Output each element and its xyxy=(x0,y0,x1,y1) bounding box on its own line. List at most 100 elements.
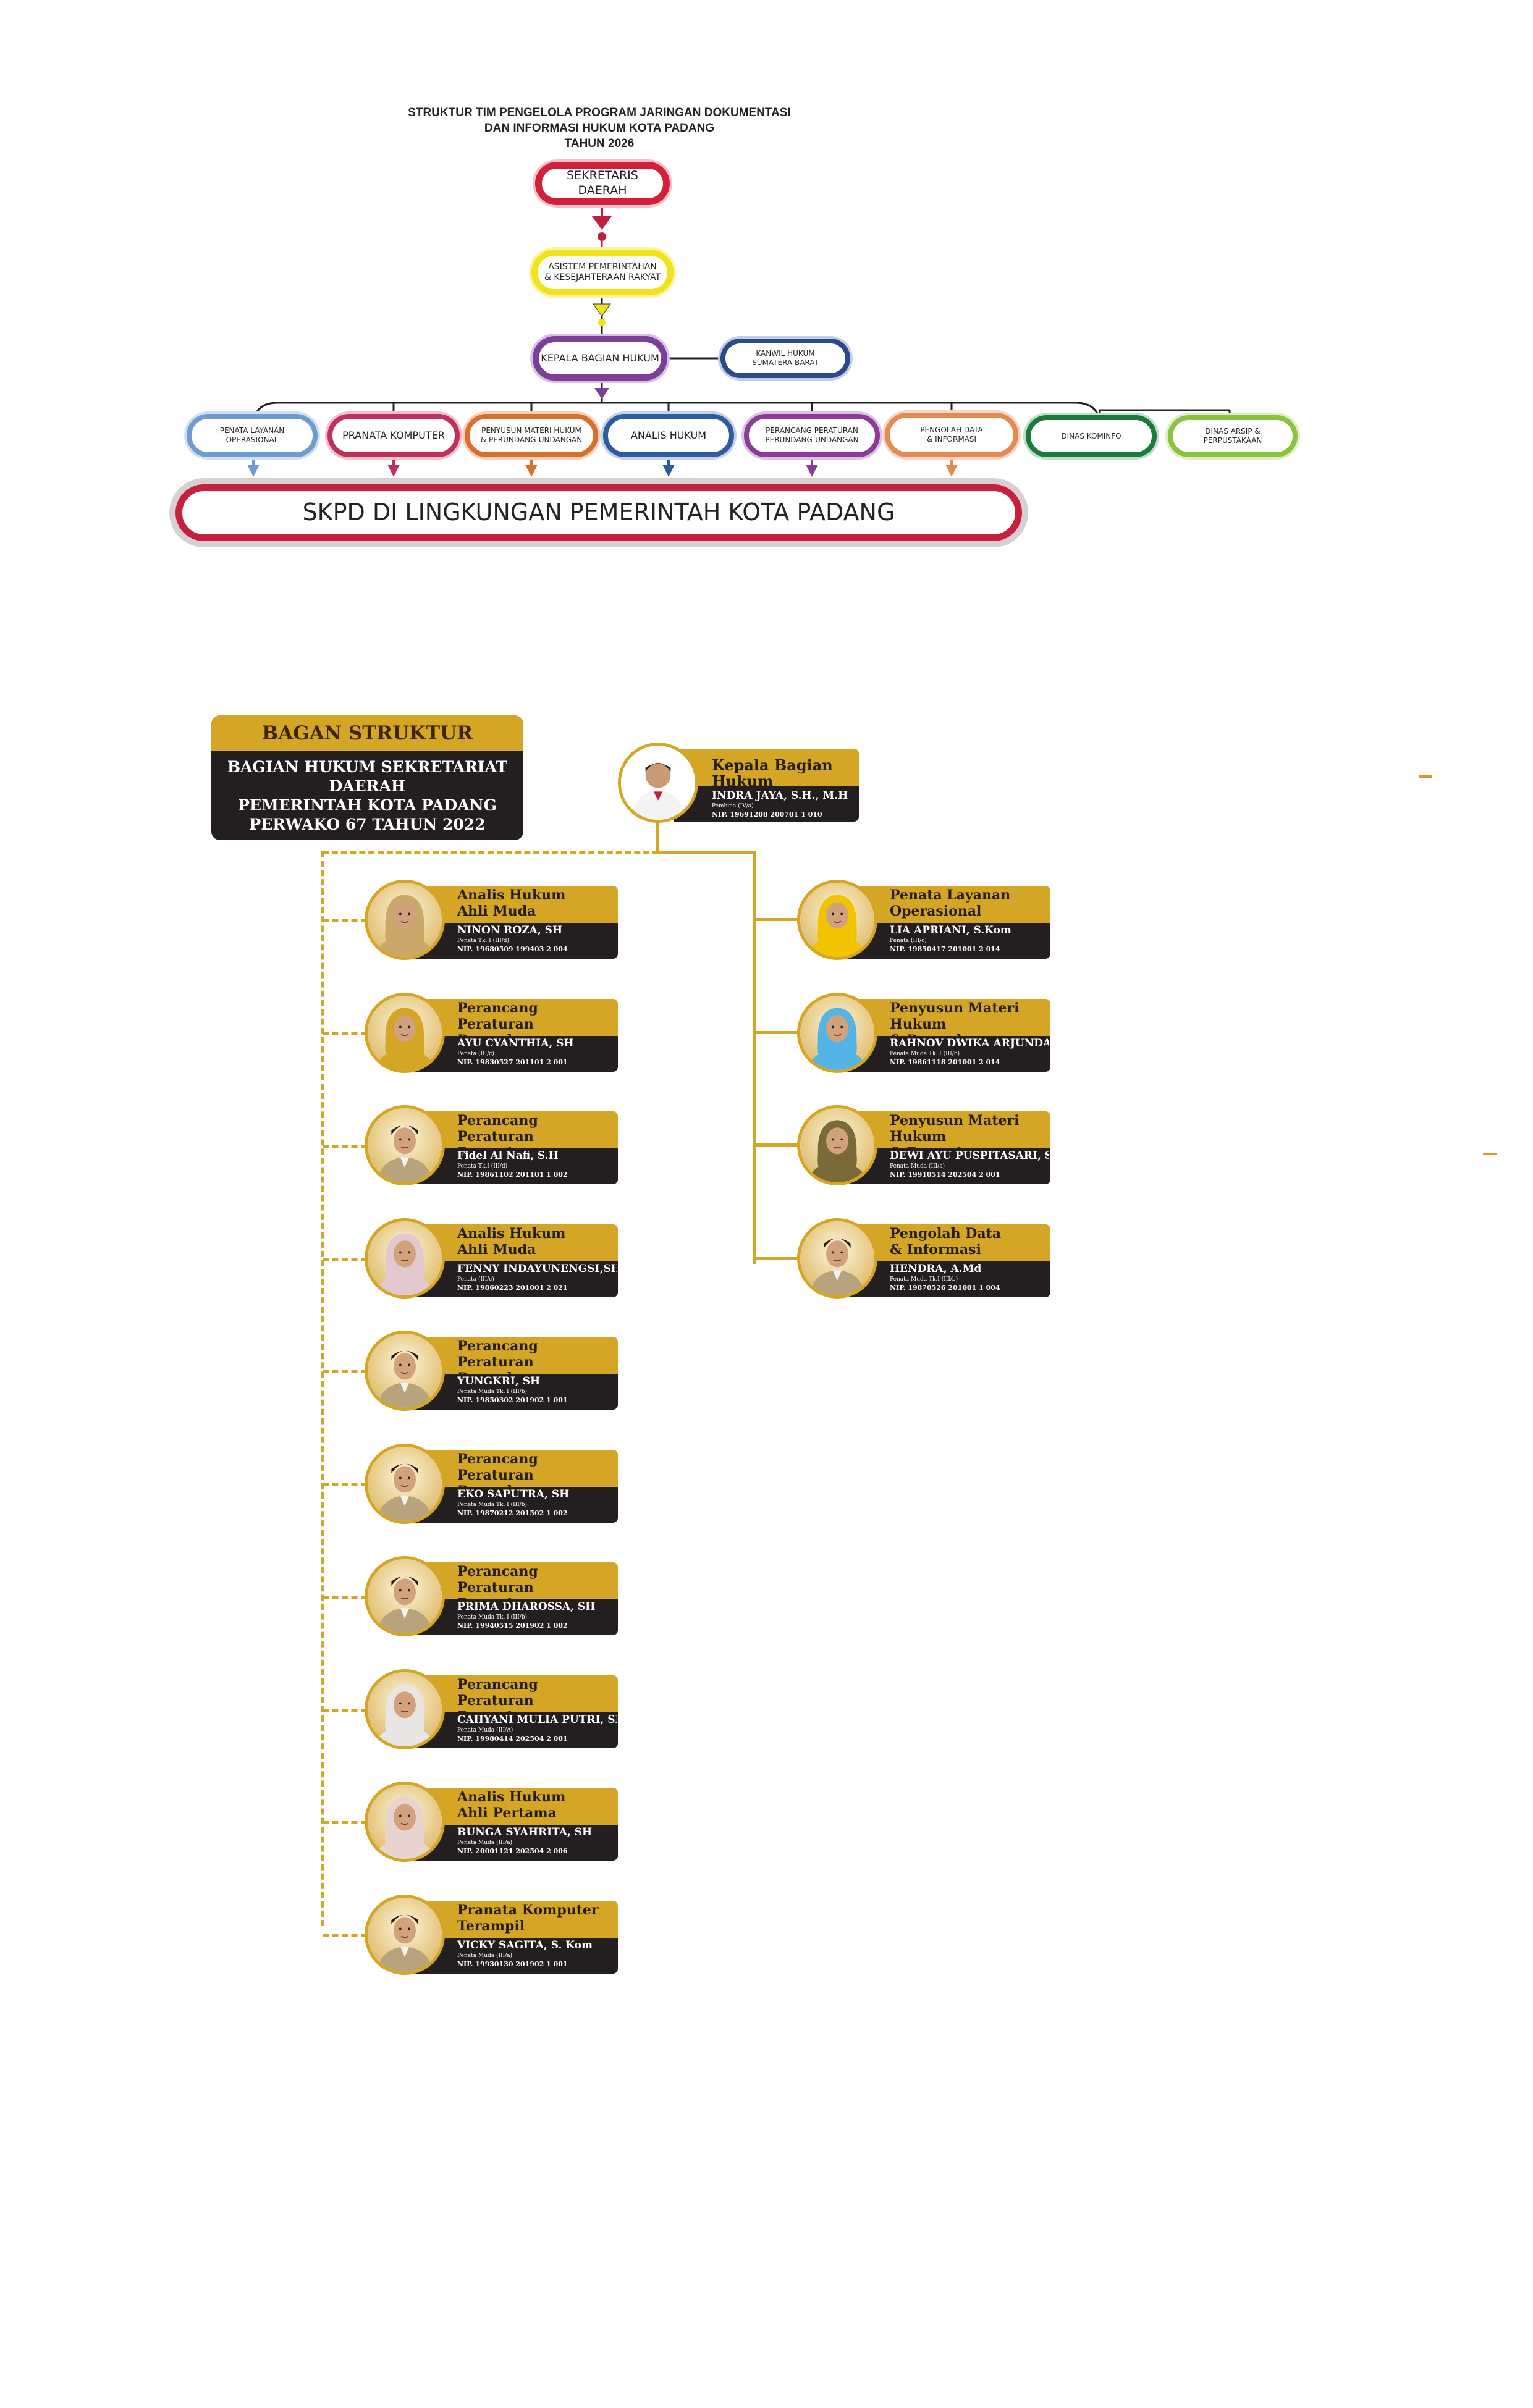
left-bus xyxy=(323,851,659,854)
unit-dinas-arsip: DINAS ARSIP &PERPUSTAKAAN xyxy=(1168,415,1298,457)
unit-label: PENGOLAH DATA xyxy=(920,426,983,434)
decor-tick xyxy=(1419,775,1432,778)
staff-role-line: Perancang Peraturan xyxy=(457,1113,538,1145)
staff-rank: Penata Tk.I (III/d) xyxy=(457,1163,508,1169)
staff-rank: Penata Tk. I (III/d) xyxy=(457,938,510,944)
bagan-header: BAGAN STRUKTUR xyxy=(211,715,523,751)
staff-photo xyxy=(365,1556,445,1636)
unit-label: & INFORMASI xyxy=(926,435,977,444)
person-portrait-icon xyxy=(800,995,874,1070)
flowchart-title: STRUKTUR TIM PENGELOLA PROGRAM JARINGAN … xyxy=(340,105,859,151)
arrow-head-2 xyxy=(593,303,611,317)
unit-analis-hukum: ANALIS HUKUM xyxy=(603,414,734,457)
arrow-dot-1 xyxy=(598,232,606,241)
staff-role-line: & Perundang-Undangan xyxy=(890,1145,996,1177)
person-portrait-icon xyxy=(368,1785,442,1859)
kanwil-line-1: KANWIL HUKUM xyxy=(756,349,815,358)
staff-name: HENDRA, A.Md xyxy=(890,1262,982,1275)
bagan-line: BAGIAN HUKUM SEKRETARIAT DAERAH xyxy=(227,758,508,795)
staff-role-line: & Perundang-Undangan xyxy=(890,1032,996,1064)
kepala-bagian-label: KEPALA BAGIAN HUKUM xyxy=(541,352,659,364)
unit-bus xyxy=(252,402,1101,427)
staff-photo xyxy=(797,992,877,1073)
skpd-box: SKPD DI LINGKUNGAN PEMERINTAH KOTA PADAN… xyxy=(175,484,1022,541)
staff-role: Penyusun Materi Hukum& Perundang-Undanga… xyxy=(890,1000,1047,1064)
asisten-line-1: ASISTEM PEMERINTAHAN xyxy=(548,261,657,272)
unit-pengolah-data: PENGOLAH DATA& INFORMASI xyxy=(885,413,1018,457)
staff-role-line: Perancang Peraturan xyxy=(457,1676,538,1709)
staff-role-line: Perundang-Undangan xyxy=(457,1145,546,1177)
staff-role-line: Perundang-Undangan xyxy=(457,1596,546,1628)
staff-nip: NIP. 19850417 201001 2 014 xyxy=(890,945,1000,953)
unit-label: DINAS ARSIP & xyxy=(1205,427,1261,436)
staff-nip: NIP. 19861118 201001 2 014 xyxy=(890,1058,1000,1066)
kanwil-line-2: SUMATERA BARAT xyxy=(752,358,819,367)
person-portrait-icon xyxy=(368,995,442,1070)
staff-role-line: Penata Layanan xyxy=(890,887,1011,903)
staff-role-line: Perundang-Undangan xyxy=(457,1032,546,1064)
staff-rank: Penata (III/c) xyxy=(457,1050,494,1057)
staff-role-line: Perancang Peraturan xyxy=(457,1564,538,1596)
staff-role-line: Penyusun Materi Hukum xyxy=(890,1000,1020,1032)
right-branch xyxy=(755,918,800,921)
staff-role-line: Perancang Peraturan xyxy=(457,1000,538,1032)
unit-label: PERUNDANG-UNDANGAN xyxy=(765,436,859,444)
staff-role: Penyusun Materi Hukum& Perundang-Undanga… xyxy=(890,1113,1047,1177)
kanwil-box: KANWIL HUKUM SUMATERA BARAT xyxy=(720,339,850,378)
left-branch xyxy=(323,1483,367,1486)
staff-photo xyxy=(365,1669,445,1749)
unit-label: PENATA LAYANAN xyxy=(219,426,285,435)
staff-name: PRIMA DHAROSSA, SH xyxy=(457,1601,596,1613)
staff-role-line: Perundang-Undangan xyxy=(457,1370,546,1402)
staff-photo xyxy=(365,992,445,1073)
left-branch xyxy=(323,919,367,922)
skpd-arrows xyxy=(247,457,958,477)
asisten-box: ASISTEM PEMERINTAHAN & KESEJAHTERAAN RAK… xyxy=(531,250,674,295)
left-spine xyxy=(321,851,324,1926)
flowchart-connectors xyxy=(247,205,1231,477)
unit-penyusun-materi: PENYUSUN MATERI HUKUM& PERUNDANG-UNDANGA… xyxy=(465,414,598,457)
decor-tick xyxy=(1483,1153,1497,1155)
unit-label: DINAS KOMINFO xyxy=(1061,431,1121,440)
asisten-line-2: & KESEJAHTERAAN RAKYAT xyxy=(544,272,661,282)
staff-nip: NIP. 19860223 201001 2 021 xyxy=(457,1283,568,1292)
right-branch xyxy=(755,1143,800,1147)
staff-role-line: Perundang-Undangan xyxy=(457,1483,546,1515)
staff-name: YUNGKRI, SH xyxy=(457,1375,541,1387)
staff-name: VICKY SAGITA, S. Kom xyxy=(457,1939,593,1951)
staff-role: Pengolah Data& Informasi xyxy=(890,1226,1047,1258)
staff-name: Fidel Al Nafi, S.H xyxy=(457,1150,559,1162)
staff-photo xyxy=(797,1218,877,1299)
sekretaris-daerah-box: SEKRETARIS DAERAH xyxy=(535,162,670,205)
person-portrait-icon xyxy=(621,746,695,820)
left-branch xyxy=(323,1596,367,1599)
left-branch xyxy=(323,1708,367,1712)
person-portrait-icon xyxy=(800,883,874,957)
left-branch xyxy=(323,1821,367,1824)
staff-rank: Penata Muda Tk. I (III/b) xyxy=(457,1389,528,1395)
staff-nip: NIP. 19861102 201101 1 002 xyxy=(457,1171,568,1179)
person-portrait-icon xyxy=(368,1108,442,1182)
staff-role-line: Terampil xyxy=(457,1918,525,1934)
staff-name: LIA APRIANI, S.Kom xyxy=(890,924,1011,937)
staff-photo xyxy=(365,880,445,960)
staff-photo xyxy=(365,1105,445,1185)
person-portrait-icon xyxy=(368,1897,442,1972)
right-branch xyxy=(755,1030,800,1034)
head-nip: NIP. 19691208 200701 1 010 xyxy=(712,810,822,819)
staff-role-line: Ahli Pertama xyxy=(457,1805,557,1821)
right-branch xyxy=(755,1256,800,1260)
unit-label: OPERASIONAL xyxy=(226,436,279,444)
